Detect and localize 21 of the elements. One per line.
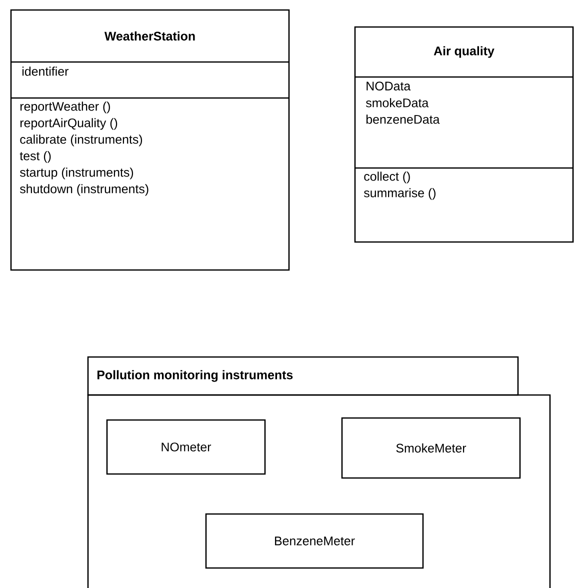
class-box: BenzeneMeter [205,513,424,569]
operation-text: test () [20,151,51,163]
class-name: WeatherStation [104,31,195,41]
attribute-text: NOData [366,82,411,90]
package-name: Pollution monitoring instruments [97,370,293,382]
operation-text: shutdown (instruments) [20,184,148,196]
package-frame [87,356,551,588]
attribute-text: smokeData [366,98,429,108]
class-box: NOmeter [106,419,266,475]
operation-text: summarise () [364,188,436,200]
operation-text: collect () [364,172,410,184]
class-box: SmokeMeter [341,417,521,479]
attribute-text: benzeneData [366,114,440,124]
operation-text: reportAirQuality () [20,118,118,130]
operation-text: startup (instruments) [20,168,134,180]
operation-text: reportWeather () [20,102,110,114]
attribute-text: identifier [22,66,68,76]
operation-text: calibrate (instruments) [20,134,142,146]
class-box [10,9,290,271]
class-box [354,26,574,243]
class-name: Air quality [434,46,494,58]
